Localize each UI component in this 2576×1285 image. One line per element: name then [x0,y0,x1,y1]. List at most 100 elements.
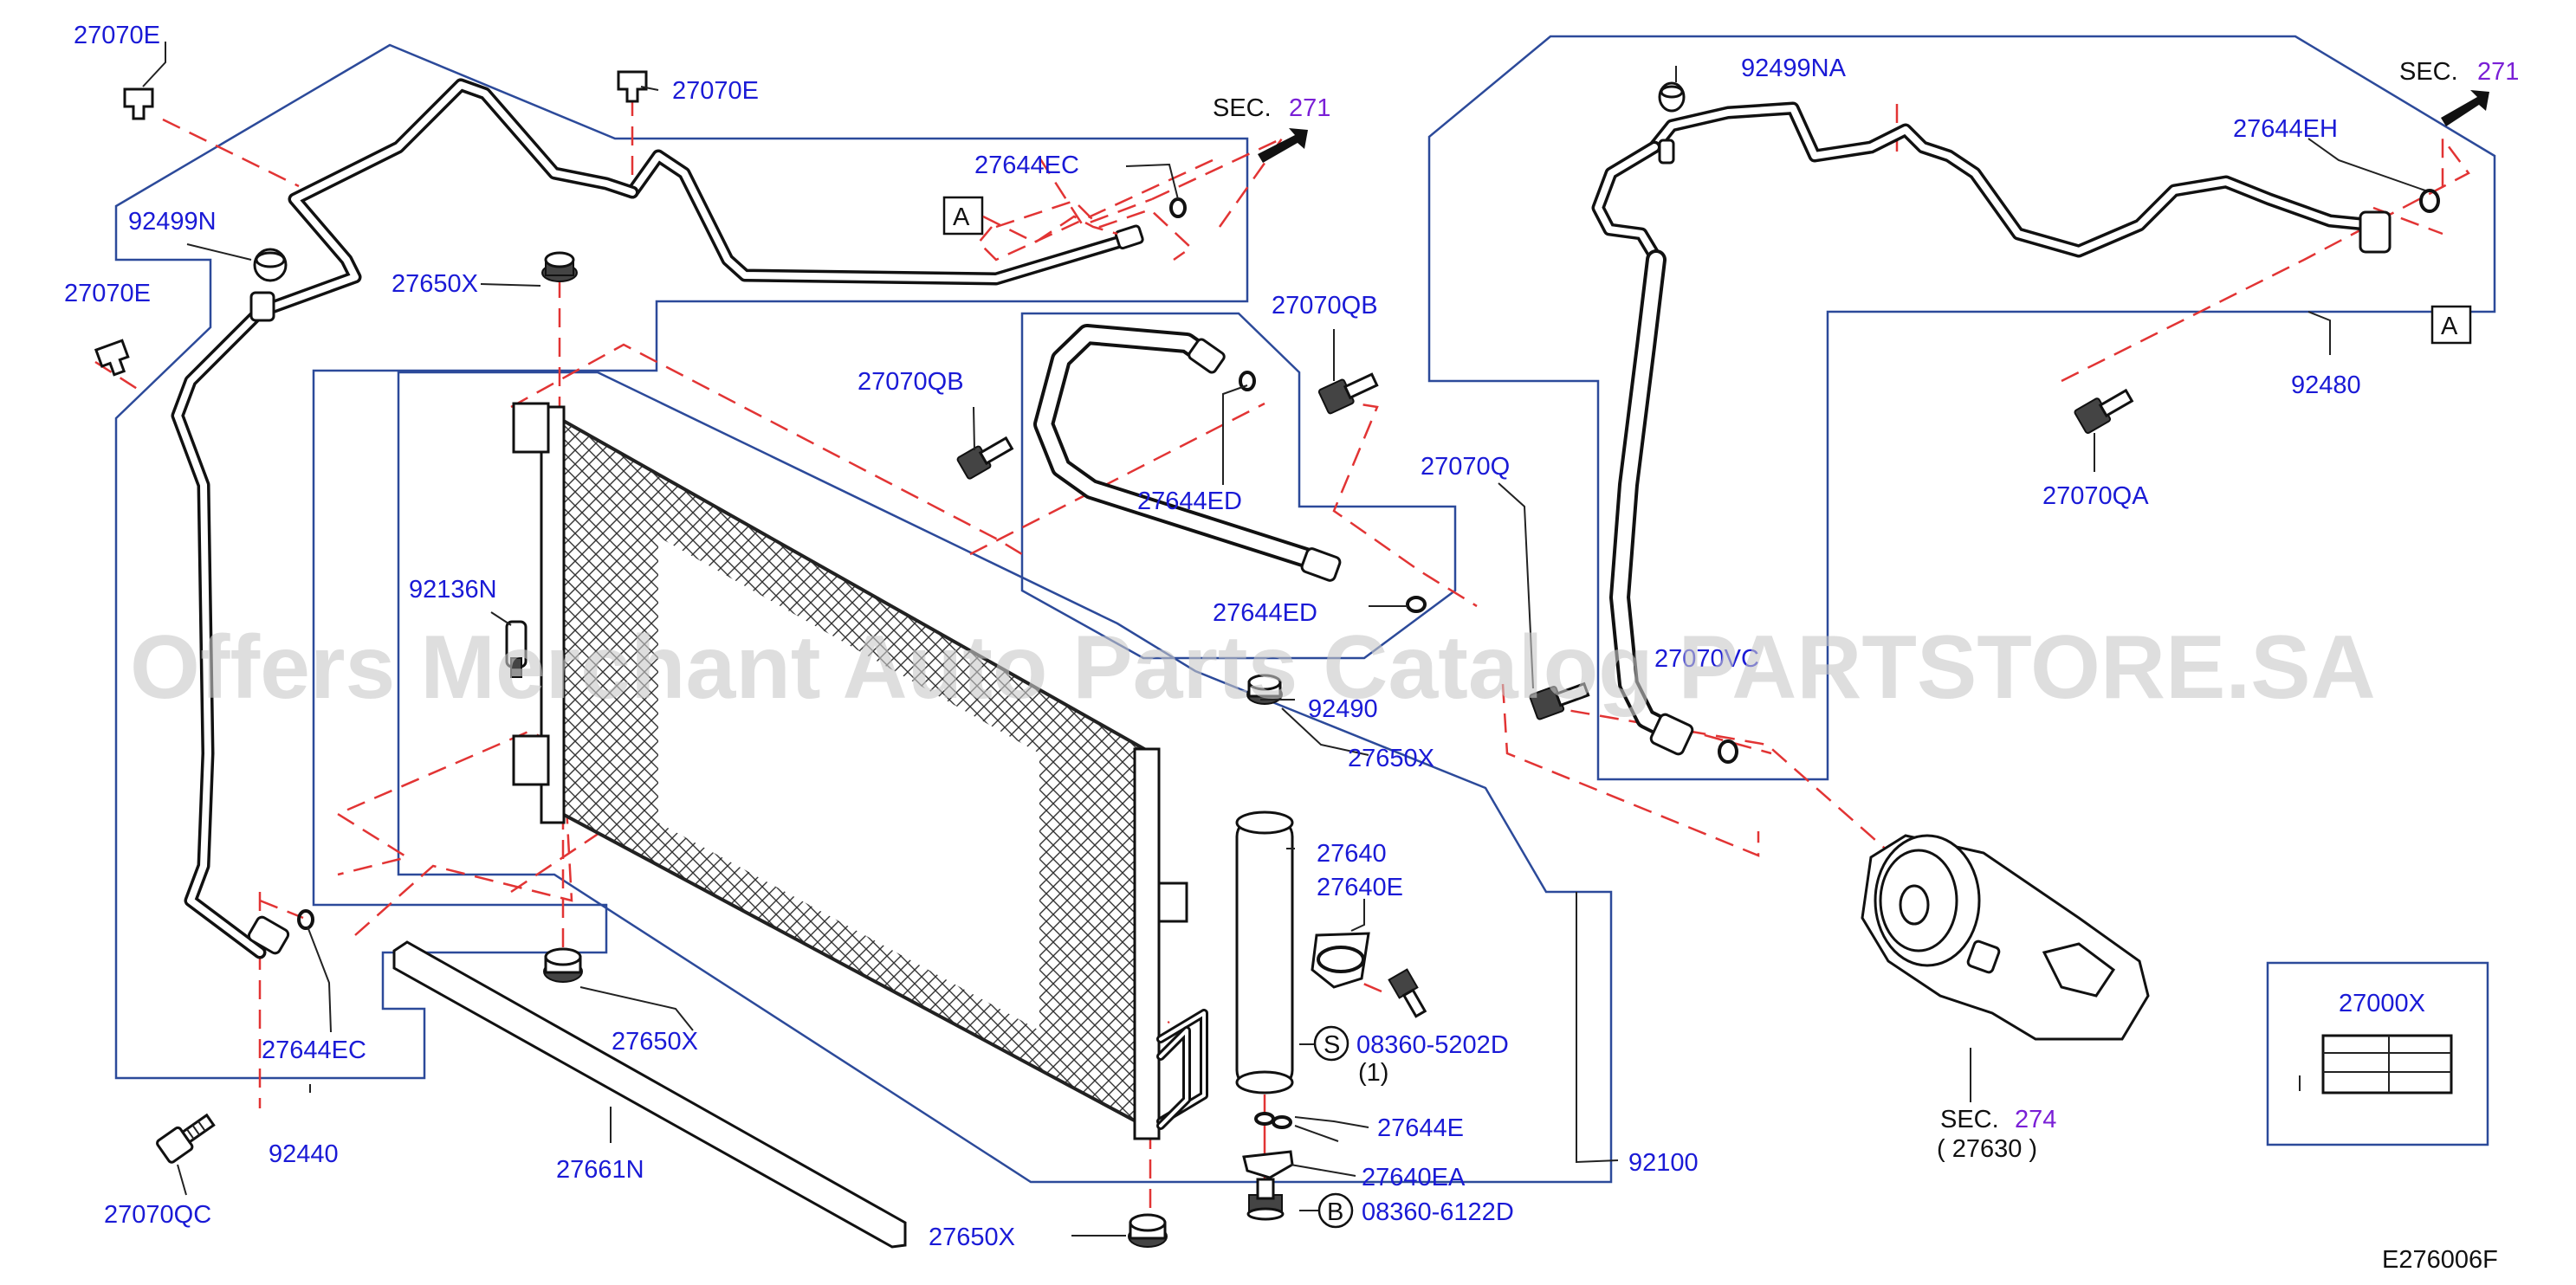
sec-271-left-number: 271 [1289,94,1330,122]
mount-27650X-lower [543,947,583,983]
label-27650X-lower: 27650X [612,1028,698,1056]
clip-27070E-left [94,339,130,377]
pipe-92440-fitting-end [247,915,290,955]
label-27644ED-bottom: 27644ED [1213,599,1317,627]
watermark: Offers Merchant Auto Parts Catalog PARTS… [130,617,2376,718]
pipe-92440 [171,78,1144,959]
pipe-92480 [1591,101,2392,756]
mount-27650X-top [541,251,578,282]
label-27070QC: 27070QC [104,1201,211,1229]
screw-08360-6122D [1246,1178,1285,1221]
label-27644ED-top: 27644ED [1137,488,1242,515]
outline-hose-27644ED-group [1020,312,1457,660]
condenser-right-bracket [1157,881,1188,923]
mount-27650X-bottom [1128,1213,1168,1248]
outline-condenser-92100-group [397,371,1613,1184]
sec-271-right-number: 271 [2477,58,2519,86]
condenser-right-tank [1133,747,1161,1140]
mount-27650X-receiver [1246,674,1283,705]
label-27070QB-left: 27070QB [858,368,964,396]
label-92100: 92100 [1628,1149,1699,1177]
oring-27644ED-top [1239,371,1256,391]
bolt-27070QB-right [1317,372,1379,415]
oring-27070VC [1718,739,1738,764]
diagram-code: E276006F [2382,1246,2498,1274]
label-27650X-bottom: 27650X [929,1224,1015,1251]
seal-27661N [392,940,907,1249]
hose-fitting-top [1188,338,1226,374]
label-27644EH: 27644EH [2233,115,2338,143]
sec-274-sub: ( 27630 ) [1937,1135,2037,1163]
hose-fitting-bottom [1300,547,1342,582]
label-27650X-top: 27650X [392,270,478,298]
oring-27644EC-left [297,909,314,930]
part-92136N [505,620,527,678]
label-27070QB-right: 27070QB [1272,292,1378,320]
group-outlines [114,35,2496,1184]
pipe-92480-service-valve [1658,139,1675,165]
label-27661N: 27661N [556,1156,644,1184]
label-27070E-top-left: 27070E [74,22,160,49]
label-27644EC-left: 27644EC [262,1036,366,1064]
label-08360-6122D: 08360-6122D [1362,1198,1514,1226]
label-27070Q: 27070Q [1421,453,1510,481]
receiver-drier-27640 [1235,810,1294,1095]
oring-27644E-a [1254,1112,1275,1126]
label-plate-27000X [2321,1034,2453,1095]
outline-pipe-92480-group [1427,35,2496,781]
pipe-92440-fitting-top [1114,224,1144,250]
label-27070E-top: 27070E [672,77,759,105]
label-27070QA: 27070QA [2042,482,2149,510]
callout-a-left-text: A [953,203,970,231]
compressor-27630 [1861,834,2150,1041]
screw-08360-5202D [1388,968,1427,1018]
screw-s-symbol-circle [1313,1025,1349,1062]
screw-b-symbol-circle [1317,1192,1354,1229]
clip-27070E-top [617,70,648,103]
cap-92499N [253,248,288,282]
cap-92499NA [1658,81,1686,113]
bolt-27070QA [2074,388,2134,435]
pipe-92480-fitting-compressor [1649,713,1694,756]
outline-label-27000X [2266,961,2489,1146]
callout-a-right: A [2430,305,2472,345]
label-27644EC-top: 27644EC [974,152,1079,179]
condenser-top-bracket [512,402,550,454]
screw-b-symbol: B [1327,1198,1343,1226]
label-92480: 92480 [2291,371,2361,399]
part-labels: 27070E 27070E 92499N 27070E 27650X 27644… [64,22,2519,1274]
oring-27644EC-top [1169,197,1187,218]
oring-27644EH [2419,189,2440,213]
bracket-27640E [1311,932,1370,989]
label-92136N: 92136N [409,576,497,604]
condenser-lower-bracket [512,734,550,786]
screw-s-symbol: S [1324,1031,1340,1059]
clip-27070E-top-left [123,87,154,120]
label-27640: 27640 [1317,840,1387,868]
bolt-27070QB-left [956,436,1014,480]
label-27070VC: 27070VC [1654,645,1759,673]
pipe-92480-fitting-end [2359,210,2392,254]
sec-271-right-prefix: SEC. [2399,58,2458,86]
label-92499NA: 92499NA [1741,55,1847,82]
pipe-92440-service-valve [249,291,275,322]
sec-271-left-arrow [1258,128,1308,163]
sec-274-number: 274 [2015,1106,2056,1133]
callout-a-left: A [942,196,1118,244]
bolt-27070QC [156,1113,216,1164]
hose-assembly [1033,324,1342,582]
label-92490: 92490 [1308,695,1378,723]
label-92499N: 92499N [128,208,217,236]
label-92440: 92440 [269,1140,339,1168]
oring-27644E-b [1272,1115,1292,1129]
label-27640EA: 27640EA [1362,1164,1466,1191]
sec-271-left-prefix: SEC. [1213,94,1272,122]
condenser-92100 [512,402,1208,1140]
label-27640E: 27640E [1317,874,1403,901]
label-27070E-left: 27070E [64,280,151,307]
label-08360-5202D: 08360-5202D [1356,1031,1509,1059]
label-08360-5202D-qty: (1) [1358,1059,1388,1087]
sec-271-right-arrow [2441,90,2489,126]
oring-27644ED-bottom [1406,596,1427,613]
